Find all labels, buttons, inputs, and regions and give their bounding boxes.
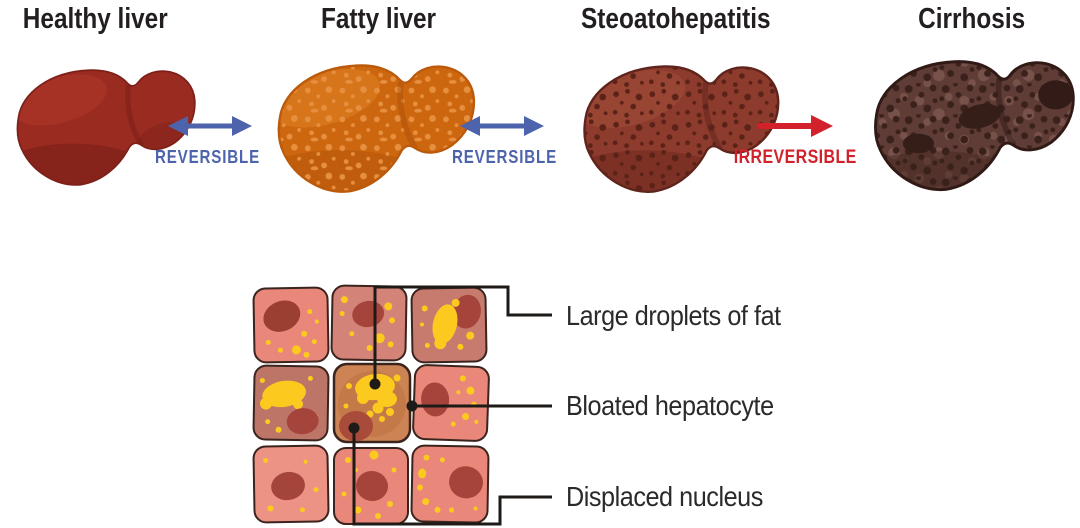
annotation-text: Bloated hepatocyte: [566, 390, 774, 421]
stage-title-text: Cirrhosis: [918, 2, 1026, 35]
nucleus: [271, 471, 305, 501]
irreversible-label: IRREVERSIBLE: [727, 147, 863, 169]
hepatocyte-cell: [333, 447, 409, 525]
stage-title-steatohepatitis: Steoatohepatitis: [581, 3, 771, 35]
fat-droplets: [263, 457, 319, 513]
annotation-bloated-hepatocyte: Bloated hepatocyte: [566, 390, 797, 421]
reversible-label-1: REVERSIBLE: [148, 146, 268, 168]
double-arrow-icon: [460, 116, 544, 136]
cirrhosis-liver-illustration: [873, 60, 1075, 192]
hepatocyte-cell: [412, 364, 490, 442]
reversible-text: REVERSIBLE: [155, 146, 261, 167]
nucleus: [421, 382, 450, 417]
bloated-hepatocyte-cell: [332, 362, 412, 444]
hepatocyte-cells-illustration: [252, 284, 490, 525]
hepatocyte-cell: [252, 286, 330, 364]
nucleus: [263, 300, 301, 332]
steatohepatitis-liver-illustration: [583, 65, 780, 193]
steatohepatitis-liver-texture: [584, 66, 779, 192]
annotation-text: Large droplets of fat: [566, 300, 781, 331]
hepatocyte-cell: [330, 284, 408, 362]
double-arrow-icon: [168, 116, 252, 136]
stage-title-text: Healthy liver: [22, 2, 168, 35]
hepatocyte-cell: [252, 444, 330, 524]
stage-title-text: Steoatohepatitis: [581, 2, 771, 35]
stage-title-healthy-liver: Healthy liver: [0, 3, 190, 35]
displaced-nucleus: [339, 411, 373, 441]
reversible-text: REVERSIBLE: [452, 146, 558, 167]
stage-title-cirrhosis: Cirrhosis: [877, 3, 1067, 35]
annotation-displaced-nucleus: Displaced nucleus: [566, 481, 785, 512]
annotation-large-droplets-of-fat: Large droplets of fat: [566, 300, 805, 331]
hepatocyte-cell: [410, 286, 488, 364]
stage-title-fatty-liver: Fatty liver: [283, 3, 473, 35]
annotation-text: Displaced nucleus: [566, 481, 763, 512]
hepatocyte-cell: [252, 364, 330, 442]
healthy-liver-illustration: [16, 69, 196, 186]
fatty-liver-illustration: [277, 64, 476, 193]
fat-droplets: [265, 309, 319, 358]
stage-title-text: Fatty liver: [320, 2, 436, 35]
irreversible-text: IRREVERSIBLE: [733, 147, 857, 168]
nucleus: [286, 408, 319, 435]
reversible-label-2: REVERSIBLE: [445, 146, 565, 168]
fatty-liver-texture: [278, 65, 474, 192]
cirrhosis-liver-texture: [875, 61, 1074, 190]
hepatocyte-cell: [410, 444, 490, 524]
right-arrow-icon: [758, 115, 833, 137]
